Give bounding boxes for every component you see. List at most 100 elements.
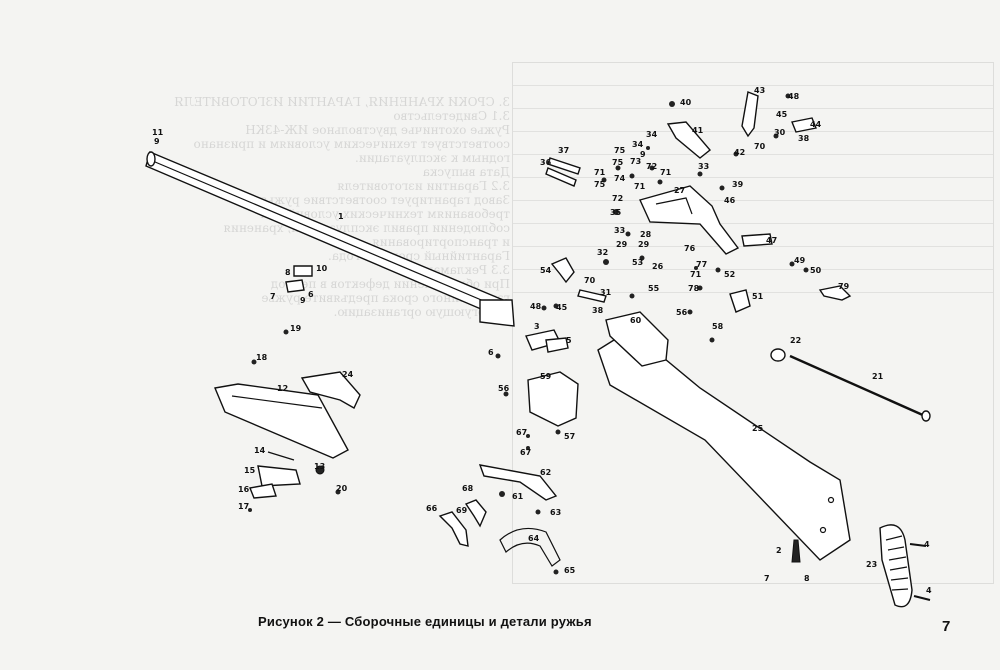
part-label: 75 <box>614 146 626 155</box>
part-label: 79 <box>838 282 850 291</box>
part-label: 62 <box>540 468 552 477</box>
part-label: 17 <box>238 502 250 511</box>
part-label: 56 <box>498 384 510 393</box>
part-label: 4 <box>926 586 932 595</box>
part-label: 54 <box>540 266 552 275</box>
part-label: 44 <box>810 120 822 129</box>
part-label: 35 <box>610 208 622 217</box>
part-label: 2 <box>776 546 782 555</box>
receiver-part-27 <box>639 185 740 255</box>
part-label: 68 <box>462 484 474 493</box>
trigger-guard-part-64 <box>499 527 561 567</box>
stock-part-25 <box>597 329 851 561</box>
forend-part-12 <box>214 383 349 459</box>
part-label: 50 <box>810 266 822 275</box>
washer-part-22 <box>770 348 786 362</box>
part-label: 28 <box>640 230 652 239</box>
part-label: 16 <box>238 485 250 494</box>
part-label: 69 <box>456 506 468 515</box>
part-label: 29 <box>616 240 628 249</box>
page-number: 7 <box>942 618 951 635</box>
plate-part-41 <box>666 121 712 159</box>
buttplate-part-23 <box>879 524 913 608</box>
part-label: 65 <box>564 566 576 575</box>
part-label: 60 <box>630 316 642 325</box>
part-label: 33 <box>614 226 626 235</box>
part-label: 49 <box>794 256 806 265</box>
part-label: 5 <box>566 336 572 345</box>
trigger-part-66 <box>438 511 469 547</box>
part-label: 41 <box>692 126 704 135</box>
part-label: 11 <box>152 128 164 137</box>
part-label: 39 <box>732 180 744 189</box>
part-label: 47 <box>766 236 778 245</box>
part-label: 64 <box>528 534 540 543</box>
part-label: 74 <box>614 174 626 183</box>
part-label: 34 <box>646 130 658 139</box>
part-label: 76 <box>684 244 696 253</box>
part-label: 1 <box>338 212 344 221</box>
lever-part-54 <box>550 257 575 284</box>
part-label: 51 <box>752 292 764 301</box>
side-plate-part-59 <box>527 371 579 427</box>
part-label: 38 <box>592 306 604 315</box>
part-15 <box>257 465 301 487</box>
part-10 <box>293 265 313 277</box>
part-label: 30 <box>774 128 786 137</box>
part-label: 9 <box>640 150 646 159</box>
part-label: 9 <box>300 296 306 305</box>
part-14 <box>267 451 295 461</box>
part-label: 18 <box>256 353 268 362</box>
part-label: 71 <box>594 168 606 177</box>
part-label: 48 <box>788 92 800 101</box>
springs-part-36-37 <box>545 157 581 187</box>
part-label: 46 <box>724 196 736 205</box>
part-label: 19 <box>290 324 302 333</box>
part-label: 31 <box>600 288 612 297</box>
part-label: 57 <box>564 432 576 441</box>
part-label: 40 <box>680 98 692 107</box>
part-label: 9 <box>154 137 160 146</box>
part-label: 27 <box>674 186 686 195</box>
part-label: 45 <box>776 110 788 119</box>
part-label: 52 <box>724 270 736 279</box>
part-label: 3 <box>534 322 540 331</box>
part-label: 45 <box>556 303 568 312</box>
part-label: 8 <box>285 268 291 277</box>
part-2 <box>791 539 801 563</box>
part-label: 12 <box>277 384 289 393</box>
part-label: 26 <box>652 262 664 271</box>
trigger-plate-part-62 <box>478 464 558 501</box>
part-label: 67 <box>520 448 532 457</box>
part-label: 42 <box>734 148 746 157</box>
part-label: 71 <box>634 182 646 191</box>
side-plate-part-60 <box>605 311 669 367</box>
screws-part-4 <box>909 543 931 601</box>
part-label: 63 <box>550 508 562 517</box>
part-13 <box>315 465 325 475</box>
part-label: 75 <box>594 180 606 189</box>
part-label: 48 <box>530 302 542 311</box>
part-label: 34 <box>632 140 644 149</box>
figure-caption: Рисунок 2 — Сборочные единицы и детали р… <box>258 614 592 629</box>
part-label: 6 <box>488 348 494 357</box>
part-label: 59 <box>540 372 552 381</box>
part-47 <box>741 233 773 247</box>
pins <box>248 93 809 575</box>
part-label: 71 <box>690 270 702 279</box>
part-label: 55 <box>648 284 660 293</box>
part-label: 58 <box>712 322 724 331</box>
part-label: 43 <box>754 86 766 95</box>
part-79 <box>818 285 852 301</box>
part-7 <box>285 279 305 293</box>
part-label: 10 <box>316 264 328 273</box>
part-label: 78 <box>688 284 700 293</box>
stock-bolt-part-21 <box>789 354 931 422</box>
part-label: 72 <box>646 162 658 171</box>
part-label: 72 <box>612 194 624 203</box>
part-label: 71 <box>660 168 672 177</box>
part-label: 33 <box>698 162 710 171</box>
part-label: 20 <box>336 484 348 493</box>
part-label: 25 <box>752 424 764 433</box>
